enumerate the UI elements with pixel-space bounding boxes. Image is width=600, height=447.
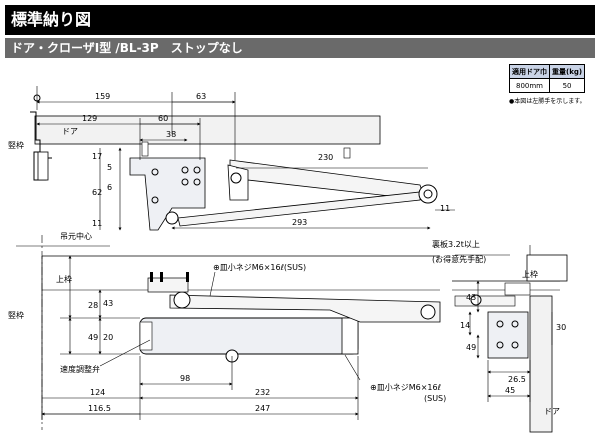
dim-129: 129	[82, 114, 97, 123]
dim-60: 60	[158, 114, 168, 123]
spec-header-weight: 重量(kg)	[548, 64, 586, 79]
spec-weight: 50	[548, 78, 586, 93]
page-title: 標準納り図	[5, 5, 595, 35]
label-vertical-frame: 竪枠	[8, 310, 24, 320]
label-screw-bottom-sus: (SUS)	[424, 394, 446, 403]
dim-11-right: 11	[440, 204, 450, 213]
upper-frame-section	[526, 254, 568, 282]
dim-63: 63	[196, 92, 206, 101]
front-view: 吊元中心 上枠 竪枠 速度調整弁 ⊕皿小ネジM6×16ℓ(SUS) ⊕皿小ネジM…	[8, 231, 446, 430]
screw-hole	[181, 178, 189, 186]
dim-38: 38	[166, 130, 176, 139]
dim-116-5: 116.5	[88, 404, 111, 413]
dim-98: 98	[180, 374, 190, 383]
label-speed-valve: 速度調整弁	[60, 364, 100, 374]
screw-hole	[181, 166, 189, 174]
dim-293: 293	[292, 218, 307, 227]
top-view: 159 63 129 60 38 230 293 11 17 5 6 62 11…	[8, 86, 455, 231]
dim-side-43: 43	[466, 293, 476, 302]
side-view: 裏板3.2t以上 (お得意先手配) 上枠 ドア 43 14 49 26.5 45…	[432, 239, 568, 433]
label-backing-note: (お得意先手配)	[432, 254, 486, 264]
dim-17: 17	[92, 152, 102, 161]
closer-body	[139, 317, 359, 355]
screw-hole	[151, 196, 159, 204]
label-side-door: ドア	[544, 407, 560, 416]
dim-232: 232	[255, 388, 270, 397]
dim-49: 49	[88, 333, 98, 342]
dim-43: 43	[103, 299, 113, 308]
model-subtitle: ドア・クローザⅠ型 /BL-3P ストップなし	[5, 38, 595, 58]
door-slab	[34, 115, 381, 145]
dim-side-45: 45	[505, 386, 515, 395]
dim-side-49: 49	[466, 343, 476, 352]
forearm	[177, 191, 421, 227]
dim-5: 5	[107, 163, 112, 172]
label-upper-frame: 上枠	[56, 274, 72, 284]
spec-table: 適用ドア巾 重量(kg) 800mm 50	[509, 64, 586, 93]
label-hanger-center: 吊元中心	[60, 231, 92, 241]
dim-247: 247	[255, 404, 270, 413]
label-screw-bottom: ⊕皿小ネジM6×16ℓ	[370, 383, 441, 392]
screw-hole	[193, 178, 201, 186]
dim-28: 28	[88, 301, 98, 310]
dim-20: 20	[103, 333, 113, 342]
label-screw-top: ⊕皿小ネジM6×16ℓ(SUS)	[213, 263, 306, 272]
label-side-upper-frame: 上枠	[522, 269, 538, 279]
frame-section	[37, 151, 49, 181]
closer-side-body	[487, 311, 529, 359]
dim-124: 124	[90, 388, 105, 397]
main-arm	[229, 159, 426, 201]
spec-door-width: 800mm	[509, 78, 550, 93]
screw-hole	[151, 168, 159, 176]
dim-side-30: 30	[556, 323, 566, 332]
dim-6: 6	[107, 183, 112, 192]
dim-62: 62	[92, 188, 102, 197]
front-arm	[169, 294, 441, 323]
bracket-plate	[129, 157, 206, 231]
label-frame-top: 竪枠	[8, 140, 24, 150]
dim-159: 159	[95, 92, 110, 101]
label-door-top: ドア	[62, 127, 78, 136]
spec-note: ●本図は左勝手を示します。	[509, 98, 586, 105]
arm-pivot	[165, 211, 179, 225]
screw-hole	[193, 166, 201, 174]
dim-230: 230	[318, 153, 333, 162]
dim-side-14: 14	[460, 321, 470, 330]
label-backing-plate: 裏板3.2t以上	[432, 239, 480, 249]
dim-side-26-5: 26.5	[508, 375, 526, 384]
dim-11-left: 11	[92, 219, 102, 228]
